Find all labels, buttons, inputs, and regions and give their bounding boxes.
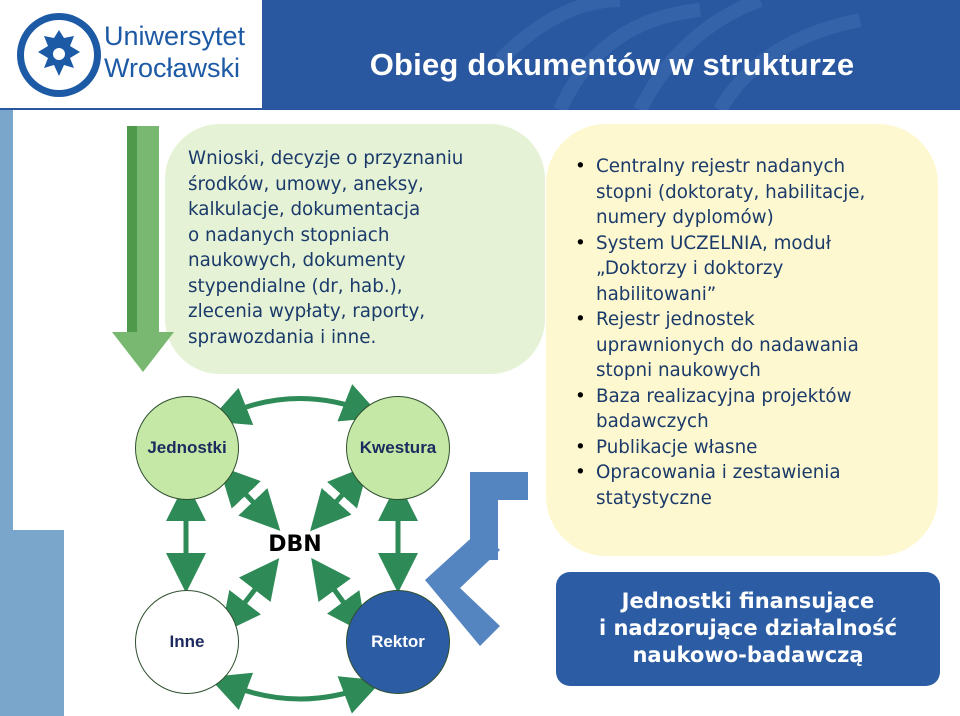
documents-box (165, 124, 545, 374)
registers-item-line: Centralny rejestr nadanych (596, 156, 846, 177)
node-dbn: DBN (268, 532, 322, 557)
registers-item: Publikacje własne (572, 435, 927, 461)
registers-list: Centralny rejestr nadanych stopni (dokto… (572, 154, 927, 511)
funding-line: Jednostki finansujące (621, 589, 875, 613)
arc-jednostki-kwestura (208, 384, 382, 426)
registers-item-line: uprawnionych do nadawania (596, 334, 859, 356)
left-decorative-block (0, 530, 64, 716)
funding-line: naukowo-badawczą (632, 643, 864, 667)
link-rektor-dbn (311, 557, 367, 635)
logo-panel: Uniwersytet Wrocławski (0, 0, 262, 108)
documents-line: sprawozdania i inne. (188, 326, 377, 348)
registers-item-line: System UCZELNIA, moduł (596, 232, 831, 254)
documents-line: środków, umowy, aneksy, (188, 173, 424, 195)
documents-line: naukowych, dokumenty (188, 250, 406, 271)
funding-line: i nadzorujące działalność (598, 616, 898, 640)
blue-chevron-decoration (425, 472, 528, 646)
page-title: Obieg dokumentów w strukturze (369, 47, 855, 82)
node-kwestura: Kwestura (346, 396, 450, 500)
node-inne: Inne (135, 590, 239, 694)
registers-item-line: habilitowani” (596, 283, 717, 305)
node-rektor: Rektor (346, 590, 450, 694)
funding-text: Jednostki finansujące i nadzorujące dzia… (556, 588, 940, 669)
registers-item: Rejestr jednostek uprawnionych do nadawa… (572, 307, 927, 384)
registers-item-line: „Doktorzy i doktorzy (596, 258, 784, 279)
registers-item-line: numery dyplomów) (596, 207, 774, 228)
documents-line: o nadanych stopniach (188, 224, 390, 246)
registers-item-line: Rejestr jednostek (596, 309, 755, 330)
arc-inne-rektor (208, 672, 383, 714)
registers-item-line: statystyczne (596, 487, 712, 509)
link-jednostki-dbn (218, 465, 281, 531)
link-inne-dbn (220, 558, 280, 634)
registers-item-line: Baza realizacyjna projektów (596, 385, 852, 407)
university-name-line2: Wrocławski (104, 53, 241, 83)
registers-item-line: Publikacje własne (596, 436, 758, 458)
university-name-line1: Uniwersytet (104, 21, 246, 51)
flow-down-arrow (112, 126, 174, 372)
registers-item: Opracowania i zestawienia statystyczne (572, 460, 927, 511)
funding-box (556, 572, 940, 686)
documents-line: Wnioski, decyzje o przyznaniu (188, 148, 464, 169)
registers-item-line: stopni naukowych (596, 360, 761, 381)
documents-line: stypendialne (dr, hab.), (188, 275, 403, 297)
link-kwestura-dbn (310, 465, 369, 532)
documents-text: Wnioski, decyzje o przyznaniu środków, u… (188, 146, 533, 350)
documents-line: zlecenia wypłaty, raporty, (188, 301, 426, 322)
node-jednostki: Jednostki (135, 396, 239, 500)
university-name: Uniwersytet Wrocławski (104, 20, 264, 84)
header-watermark-decoration (495, 0, 862, 110)
registers-item-line: Opracowania i zestawienia (596, 462, 841, 483)
registers-item: Centralny rejestr nadanych stopni (dokto… (572, 154, 927, 231)
registers-item: Baza realizacyjna projektów badawczych (572, 384, 927, 435)
documents-line: kalkulacje, dokumentacja (188, 199, 421, 220)
registers-item: System UCZELNIA, moduł „Doktorzy i dokto… (572, 231, 927, 308)
university-seal-icon (17, 13, 101, 97)
registers-item-line: badawczych (596, 411, 709, 432)
registers-item-line: stopni (doktoraty, habilitacje, (596, 181, 866, 203)
